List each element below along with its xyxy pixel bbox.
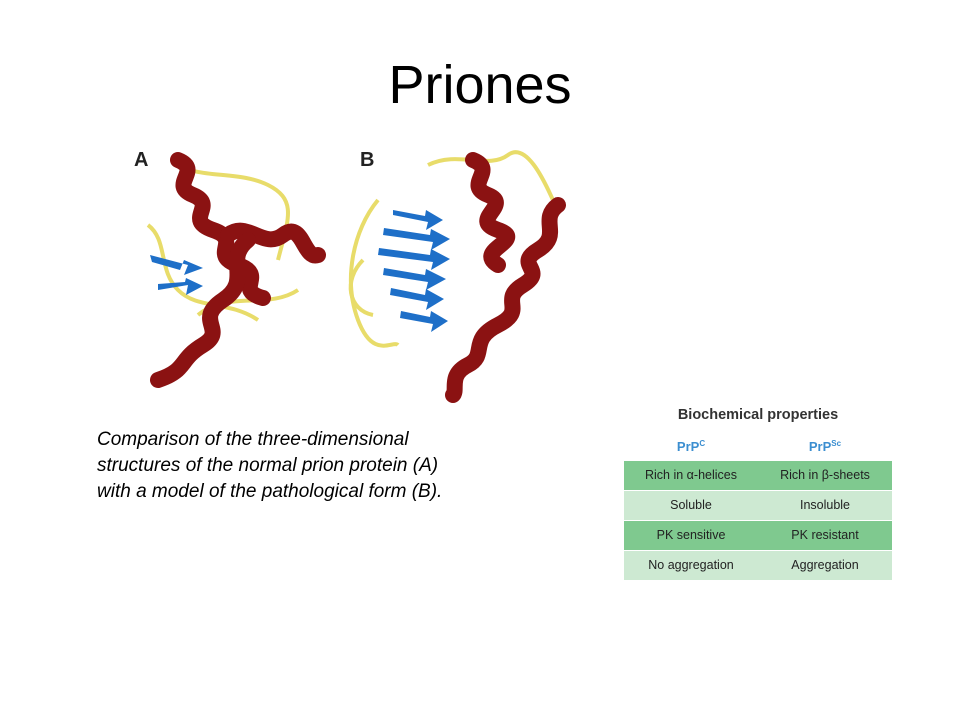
sheet-a-2 xyxy=(158,278,203,295)
panel-b-label: B xyxy=(360,149,374,171)
column-header-prpsc: PrPSc xyxy=(808,439,842,454)
caption-line: with a model of the pathological form (B… xyxy=(97,481,443,502)
sheet-b-3 xyxy=(378,248,450,270)
sheet-a-1 xyxy=(150,255,203,275)
loop-b-2 xyxy=(348,198,400,348)
protein-structures-illustration: A B xyxy=(134,149,566,403)
sheet-b-1 xyxy=(393,210,443,230)
panel-a-label: A xyxy=(134,149,148,171)
table-cell: PK resistant xyxy=(791,528,859,542)
table-row: No aggregation Aggregation xyxy=(624,550,892,580)
biochemical-properties-table: Biochemical properties PrPC PrPSc Rich i… xyxy=(624,402,892,580)
protein-structures-figure: A B xyxy=(128,140,578,408)
helix-a-2 xyxy=(220,222,326,264)
sheet-b-4 xyxy=(383,268,446,290)
helix-a-3 xyxy=(150,232,256,388)
caption-line: structures of the normal prion protein (… xyxy=(97,455,439,476)
loop-b-3 xyxy=(348,258,374,317)
caption-line: Comparison of the three-dimensional xyxy=(97,429,409,450)
slide-title: Priones xyxy=(388,55,572,115)
table-cell: No aggregation xyxy=(648,558,734,572)
loop-a-2 xyxy=(146,223,260,322)
loop-b-1 xyxy=(427,150,555,201)
helix-b-1 xyxy=(465,152,515,273)
table-column-headers: PrPC PrPSc xyxy=(624,428,892,460)
table-cell: Soluble xyxy=(670,498,712,512)
table-row: Soluble Insoluble xyxy=(624,490,892,520)
table-cell: Aggregation xyxy=(791,558,859,572)
helix-b-2 xyxy=(445,197,566,403)
table-row: PK sensitive PK resistant xyxy=(624,520,892,550)
table-cell: Rich in α-helices xyxy=(645,468,737,482)
structure-a xyxy=(146,152,326,388)
helix-a-1 xyxy=(170,152,271,306)
table-cell: Rich in β-sheets xyxy=(780,468,870,482)
sheet-b-2 xyxy=(383,228,450,250)
table-heading: Biochemical properties xyxy=(677,407,839,423)
figure-caption: Comparison of the three-dimensional stru… xyxy=(97,427,557,505)
column-header-prpc: PrPC xyxy=(676,439,706,454)
table-row: Rich in α-helices Rich in β-sheets xyxy=(624,460,892,490)
sheet-b-5 xyxy=(390,288,444,310)
sheet-b-6 xyxy=(400,311,448,332)
table-cell: Insoluble xyxy=(799,498,851,512)
table-cell: PK sensitive xyxy=(656,528,726,542)
structure-b xyxy=(348,150,566,403)
